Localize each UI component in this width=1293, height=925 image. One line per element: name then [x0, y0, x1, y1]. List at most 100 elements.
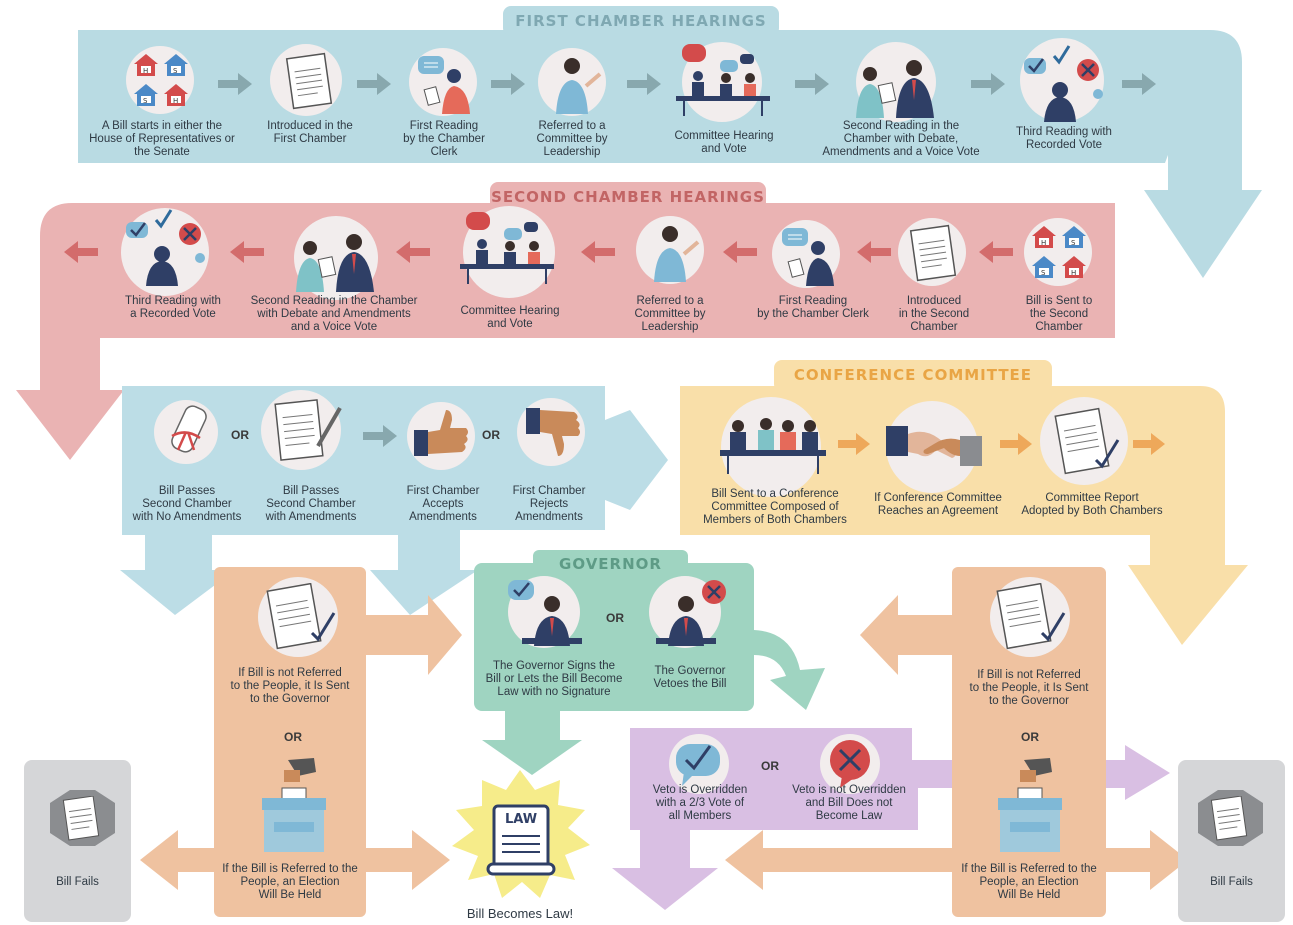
step-sent-second: Bill is Sent to the Second Chamber — [1025, 295, 1093, 333]
svg-text:S: S — [1041, 269, 1046, 277]
second-chamber-header-tab — [490, 182, 766, 212]
right-referred-election: If the Bill is Referred to the People, a… — [961, 863, 1097, 901]
thumbs-up-icon — [414, 410, 468, 456]
bill-becomes-law: Bill Becomes Law! — [466, 906, 574, 921]
outcome-accepts: First Chamber Accepts Amendments — [406, 485, 480, 523]
scroll-ribbon-icon — [171, 405, 207, 453]
step-committee-hearing-second: Committee Hearing and Vote — [460, 305, 560, 330]
first-chamber-band — [78, 30, 1262, 278]
bill-document-icon — [996, 583, 1066, 650]
step-referred-committee: Referred to a Committee by Leadership — [536, 120, 608, 158]
conf-agreement: If Conference Committee Reaches an Agree… — [874, 492, 1002, 517]
or-label: OR — [284, 730, 302, 744]
bill-document-icon — [909, 224, 957, 282]
second-chamber-header: SECOND CHAMBER HEARINGS — [491, 188, 765, 206]
or-label: OR — [606, 611, 624, 625]
bill-document-icon — [285, 52, 333, 110]
ballot-box-icon — [262, 758, 326, 852]
bill-document-icon — [62, 796, 100, 841]
leader-pointing-icon — [556, 58, 602, 114]
debate-icon — [856, 60, 934, 118]
left-referral-arrows-bottom — [140, 830, 450, 890]
first-chamber-arrows — [218, 73, 1156, 447]
debate-icon — [296, 234, 374, 292]
step-second-reading: Second Reading in the Chamber with Debat… — [822, 120, 980, 158]
right-referral-arrows-bottom — [725, 830, 1188, 890]
step-committee-hearing: Committee Hearing and Vote — [674, 130, 774, 155]
or-label: OR — [482, 428, 500, 442]
step-referred-committee-second: Referred to a Committee by Leadership — [634, 295, 706, 333]
clerk-reading-icon — [782, 228, 834, 286]
right-referral-panel — [952, 567, 1106, 917]
step-introduced-first: Introduced in the First Chamber — [267, 120, 353, 145]
left-referral-panel — [214, 567, 366, 917]
governor-header: GOVERNOR — [559, 555, 662, 573]
step-introduced-second: Introduced in the Second Chamber — [898, 295, 970, 333]
svg-text:H: H — [1071, 269, 1076, 277]
step-third-reading-second: Third Reading with a Recorded Vote — [125, 295, 221, 320]
law-scroll-icon — [486, 804, 556, 876]
left-not-referred: If Bill is not Referred to the People, i… — [230, 667, 350, 705]
veto-not-overridden: Veto is not Overridden and Bill Does not… — [792, 784, 906, 822]
bill-document-icon — [1210, 796, 1248, 841]
outcome-with-amendments: Bill Passes Second Chamber with Amendmen… — [265, 485, 357, 523]
governor-icon — [656, 580, 726, 646]
governor-vetoes: The Governor Vetoes the Bill — [653, 665, 727, 690]
first-chamber-header: FIRST CHAMBER HEARINGS — [515, 12, 767, 30]
signing-pen-icon — [274, 399, 342, 461]
governor-to-veto-arrow — [754, 630, 825, 710]
svg-text:S: S — [143, 97, 148, 105]
governor-to-law-arrow — [482, 711, 582, 775]
governor-signs: The Governor Signs the Bill or Lets the … — [485, 660, 623, 698]
outcome-no-amendments: Bill Passes Second Chamber with No Amend… — [132, 485, 242, 523]
right-not-referred: If Bill is not Referred to the People, i… — [969, 669, 1089, 707]
vote-check-x-icon — [1024, 45, 1103, 122]
left-referral-arrow-right — [366, 595, 462, 675]
second-chamber-band — [16, 203, 1115, 460]
outcome-rejects: First Chamber Rejects Amendments — [512, 485, 586, 523]
svg-text:H: H — [1041, 239, 1046, 247]
or-label: OR — [761, 759, 779, 773]
handshake-icon — [886, 426, 982, 466]
or-label: OR — [231, 428, 249, 442]
veto-overridden: Veto is Overridden with a 2/3 Vote of al… — [652, 784, 748, 822]
left-referred-election: If the Bill is Referred to the People, a… — [222, 863, 358, 901]
bill-document-icon — [266, 583, 336, 650]
step-first-reading: First Reading by the Chamber Clerk — [403, 120, 485, 158]
bill-document-icon — [1054, 407, 1120, 475]
committee-table-icon — [720, 418, 826, 474]
conference-arrows — [838, 433, 1165, 455]
leader-pointing-icon — [654, 226, 700, 282]
houses-icon: H S S H — [1032, 226, 1086, 278]
ballot-box-icon — [998, 758, 1062, 852]
conf-sent: Bill Sent to a Conference Committee Comp… — [703, 488, 847, 526]
step-bill-starts: A Bill starts in either the House of Rep… — [89, 120, 235, 158]
step-second-reading-second: Second Reading in the Chamber with Debat… — [250, 295, 418, 333]
vote-check-x-icon — [676, 744, 720, 786]
left-bill-fails: Bill Fails — [56, 876, 99, 888]
conference-header-tab — [774, 360, 1052, 392]
right-referral-arrow-left — [860, 595, 952, 675]
svg-text:H: H — [173, 97, 178, 105]
committee-table-icon — [460, 212, 554, 284]
step-first-reading-second: First Reading by the Chamber Clerk — [757, 295, 869, 320]
conf-report-adopted: Committee Report Adopted by Both Chamber… — [1021, 492, 1163, 517]
conference-header: CONFERENCE COMMITTEE — [793, 366, 1033, 384]
governor-icon — [508, 580, 582, 646]
governor-header-tab — [533, 550, 688, 574]
vote-check-x-icon — [830, 740, 870, 788]
svg-text:S: S — [1071, 239, 1076, 247]
svg-text:H: H — [143, 67, 148, 75]
houses-icon: H S S H — [134, 54, 188, 106]
clerk-reading-icon — [418, 56, 470, 114]
law-badge: LAW — [504, 812, 538, 827]
vote-check-x-icon — [126, 209, 205, 286]
step-third-reading: Third Reading with Recorded Vote — [1016, 126, 1112, 151]
committee-table-icon — [676, 44, 770, 116]
right-bill-fails: Bill Fails — [1210, 876, 1253, 888]
svg-text:S: S — [173, 67, 178, 75]
thumbs-down-icon — [526, 408, 580, 456]
or-label: OR — [1021, 730, 1039, 744]
second-chamber-arrows — [64, 241, 1013, 263]
